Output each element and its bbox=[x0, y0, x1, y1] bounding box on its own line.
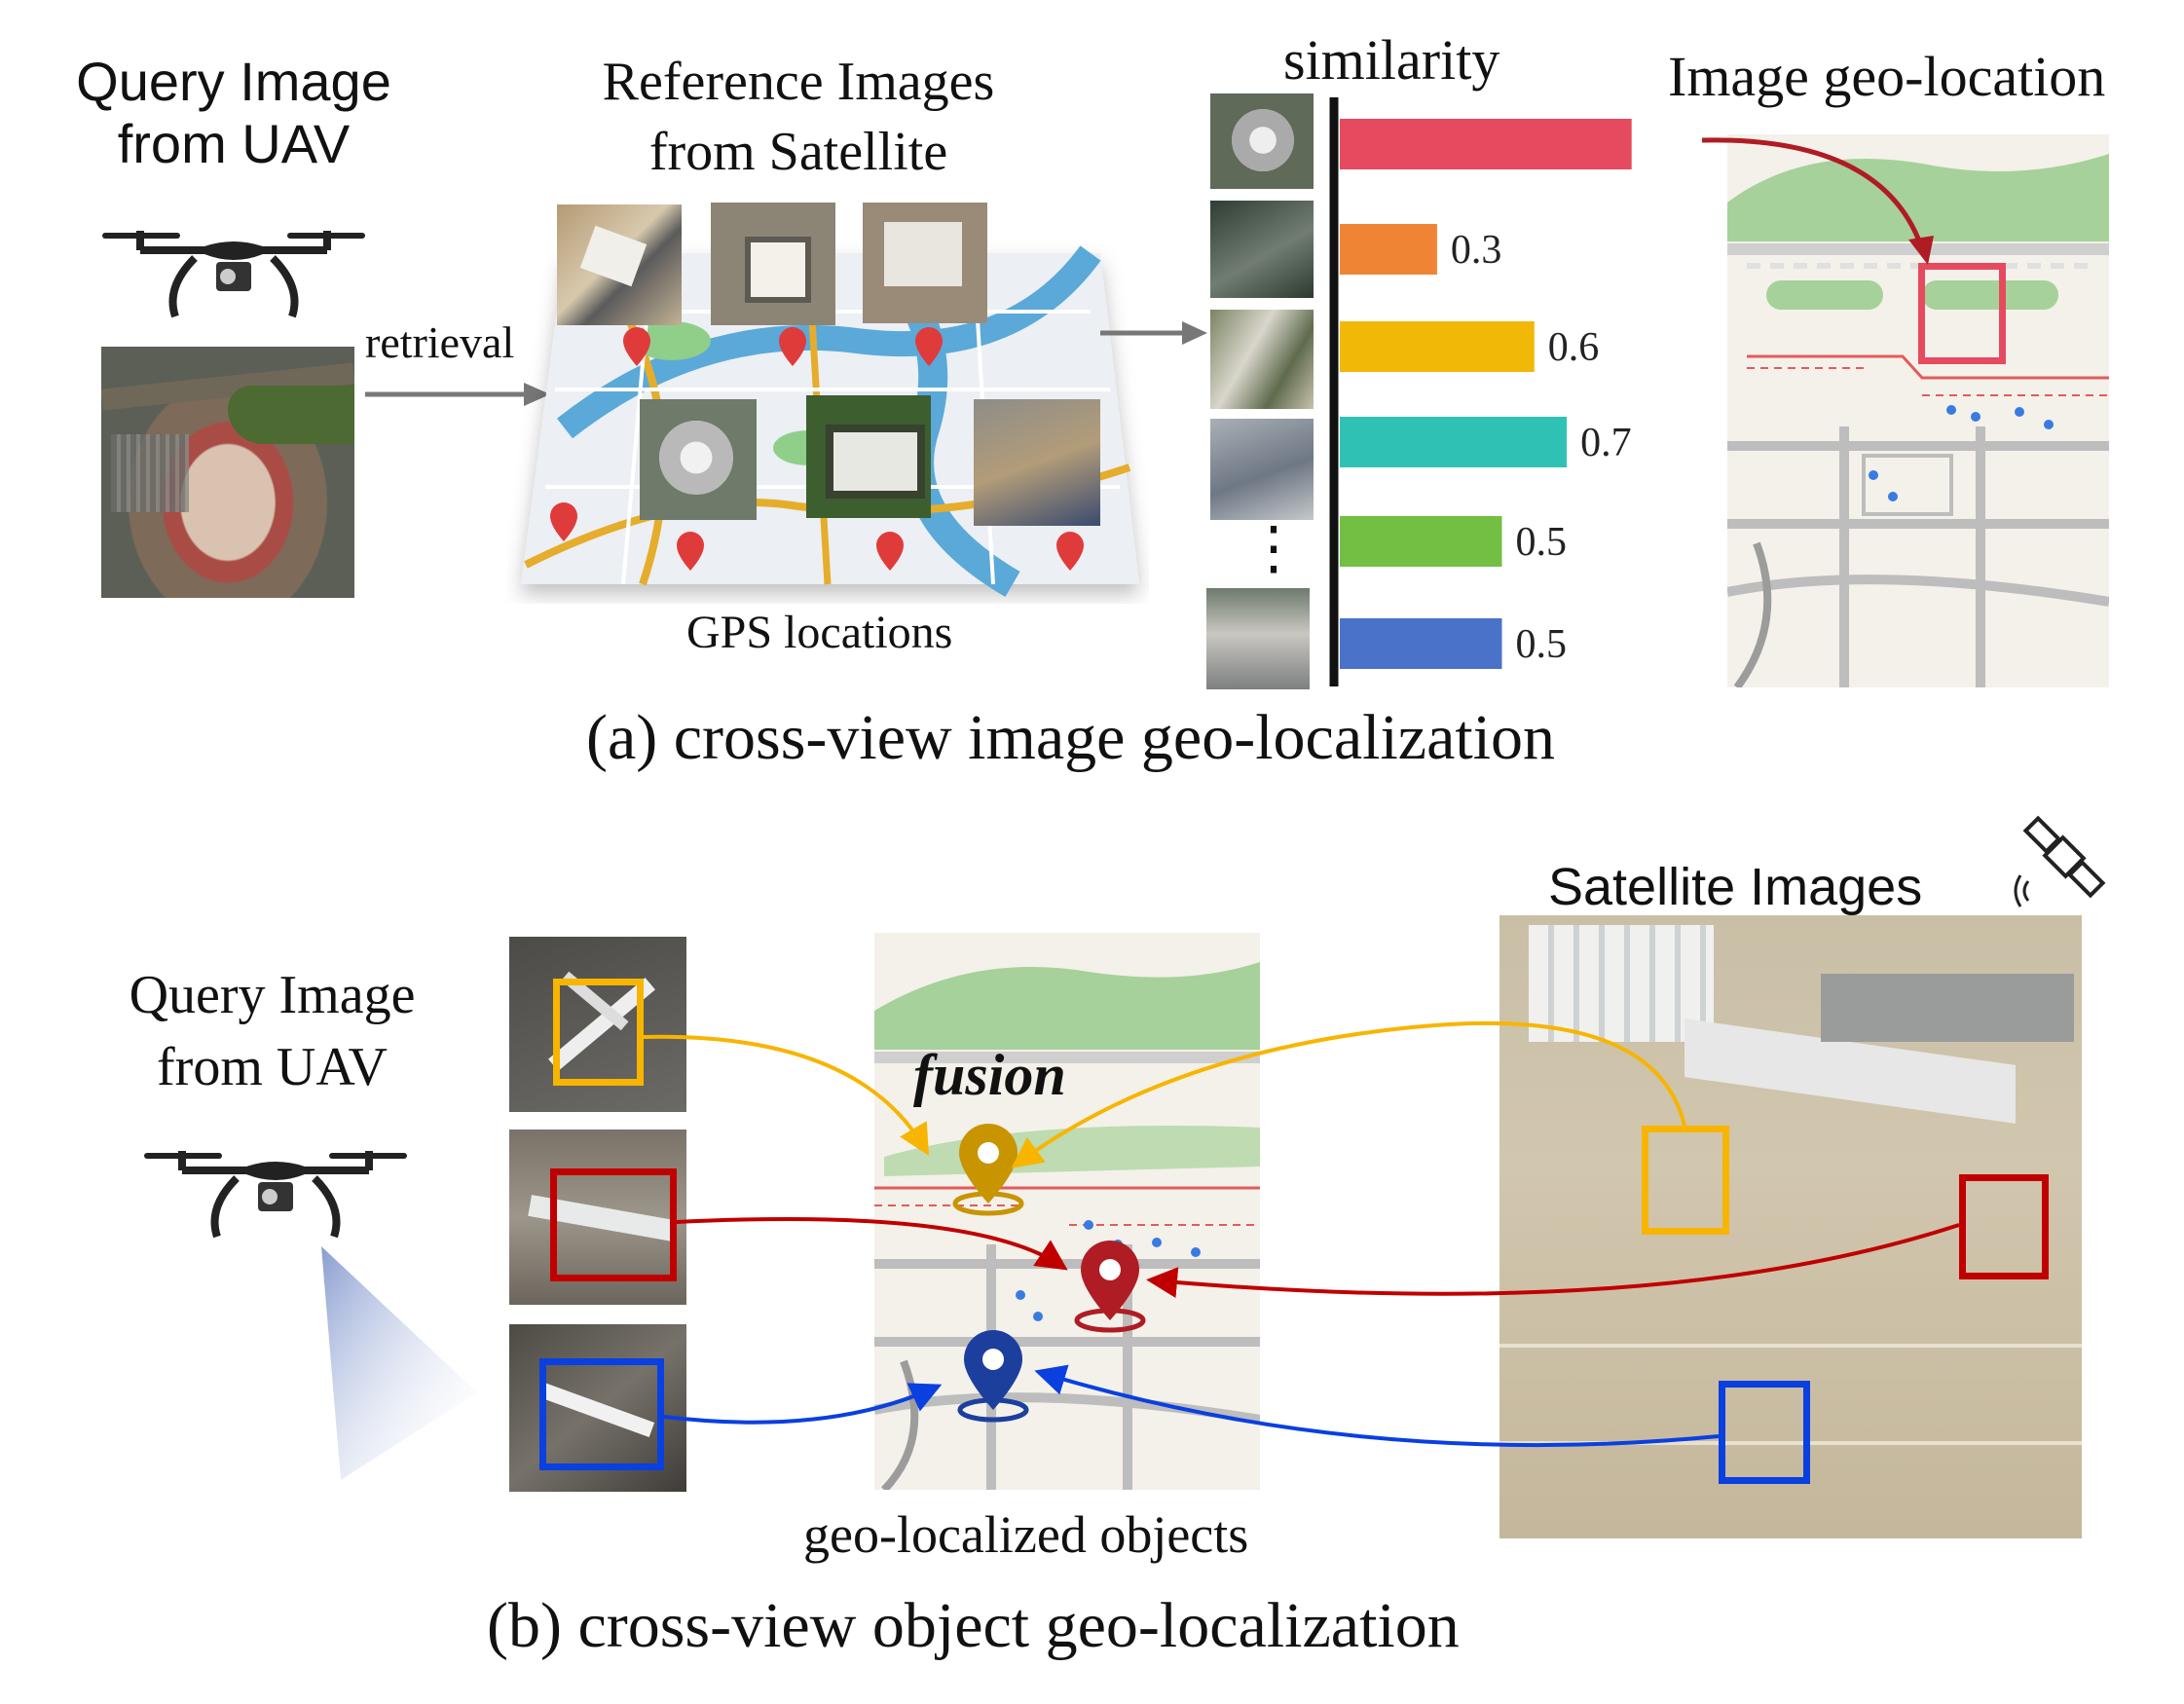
drone-icon-b bbox=[144, 1151, 407, 1239]
similarity-bar-5 bbox=[1340, 516, 1502, 567]
query-title-b: Query Image from UAV bbox=[129, 965, 416, 1097]
reference-title: Reference Images from Satellite bbox=[602, 52, 995, 182]
drone-icon bbox=[102, 231, 365, 318]
caption-b: (b) cross-view object geo-localization bbox=[487, 1590, 1460, 1661]
similarity-score-4: 0.7 bbox=[1580, 421, 1632, 465]
box-red-uav bbox=[550, 1168, 677, 1281]
similarity-bar-2 bbox=[1340, 224, 1437, 275]
similarity-bar-3 bbox=[1340, 321, 1535, 372]
box-yellow-uav bbox=[553, 979, 644, 1086]
ranked-thumb-3 bbox=[1210, 310, 1314, 409]
retrieval-arrow bbox=[365, 383, 550, 406]
satellite-icon bbox=[2014, 815, 2106, 908]
camera-view-cone bbox=[321, 1246, 477, 1480]
geo-location-arrow bbox=[1701, 137, 1934, 265]
geo-title: Image geo-location bbox=[1668, 45, 2106, 108]
ranked-thumb-1 bbox=[1210, 93, 1314, 189]
similarity-bar-4 bbox=[1340, 417, 1568, 467]
ranked-thumb-4 bbox=[1210, 419, 1314, 520]
fusion-map bbox=[874, 933, 1260, 1490]
box-blue-uav bbox=[539, 1358, 664, 1470]
similarity-score-3: 0.6 bbox=[1548, 325, 1600, 370]
similarity-score-5: 0.5 bbox=[1516, 520, 1568, 565]
pin-blue-icon bbox=[957, 1330, 1029, 1423]
similarity-score-6: 0.5 bbox=[1516, 622, 1568, 667]
reference-thumb-5 bbox=[806, 395, 931, 518]
ranking-arrow bbox=[1100, 321, 1207, 345]
ranked-thumb-5 bbox=[1206, 588, 1310, 689]
box-red-sat bbox=[1959, 1174, 2049, 1279]
similarity-chart: 0.90.30.60.70.50.5 bbox=[1329, 97, 1646, 686]
reference-thumb-6 bbox=[974, 399, 1100, 526]
uav-query-image bbox=[101, 347, 354, 598]
box-blue-sat bbox=[1719, 1381, 1810, 1484]
reference-thumb-3 bbox=[863, 203, 987, 323]
reference-thumb-4 bbox=[640, 399, 757, 520]
similarity-bar-1 bbox=[1340, 119, 1632, 169]
ranked-thumb-2 bbox=[1210, 201, 1314, 298]
reference-thumb-1 bbox=[557, 204, 682, 325]
retrieval-label: retrieval bbox=[365, 317, 515, 367]
satellite-image bbox=[1499, 915, 2082, 1538]
geo-objects-label: geo-localized objects bbox=[803, 1505, 1249, 1564]
fusion-label: fusion bbox=[913, 1043, 1066, 1107]
satellite-title: Satellite Images bbox=[1548, 858, 1923, 916]
ellipsis: ⋮ bbox=[1244, 516, 1303, 580]
caption-a: (a) cross-view image geo-localization bbox=[586, 702, 1556, 773]
pin-red-icon bbox=[1074, 1241, 1146, 1333]
gps-label: GPS locations bbox=[686, 607, 953, 658]
box-yellow-sat bbox=[1642, 1126, 1729, 1235]
similarity-title: similarity bbox=[1283, 28, 1500, 92]
similarity-bar-6 bbox=[1340, 618, 1502, 669]
pin-yellow-icon bbox=[952, 1124, 1024, 1216]
query-title-a: Query Image from UAV bbox=[76, 51, 391, 174]
geo-location-box bbox=[1918, 263, 2006, 364]
reference-thumb-2 bbox=[711, 203, 835, 325]
airport-map-a bbox=[1727, 134, 2109, 687]
similarity-score-2: 0.3 bbox=[1451, 228, 1502, 273]
